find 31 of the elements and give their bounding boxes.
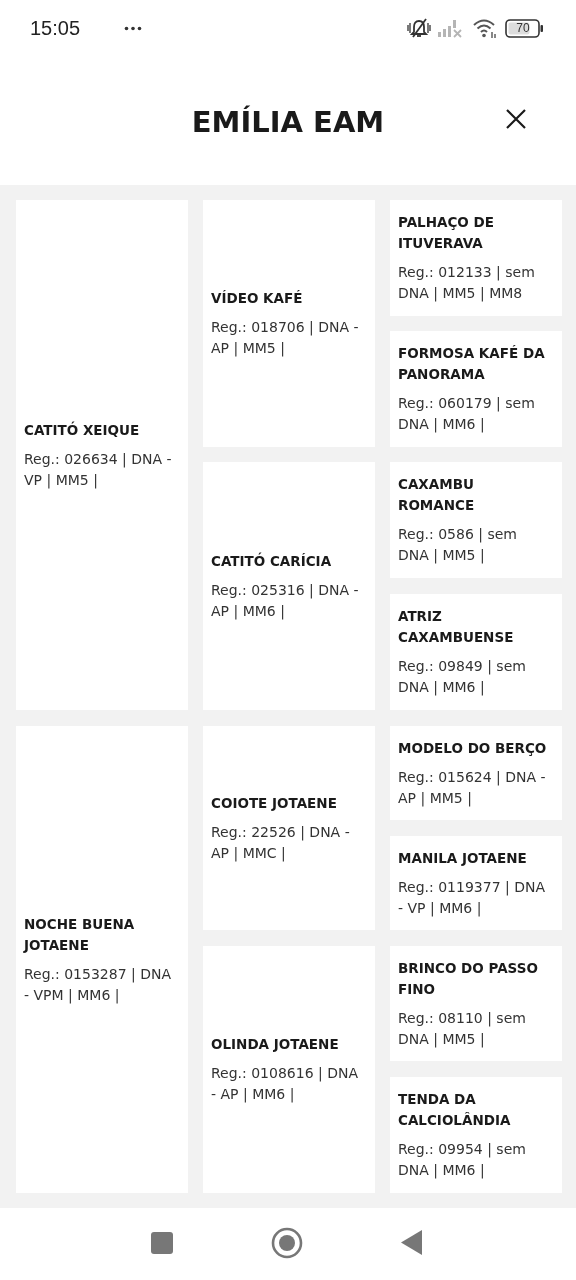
registration-details: Reg.: 0153287 | DNA - VPM | MM6 | [24, 964, 172, 1006]
horse-name: CAXAMBU ROMANCE [398, 475, 476, 515]
horse-name: OLINDA JOTAENE [211, 1035, 340, 1054]
horse-name: ATRIZ CAXAMBUENSE [398, 607, 515, 647]
registration-details: Reg.: 0119377 | DNA - VP | MM6 | [398, 877, 546, 919]
horse-name: CATITÓ XEIQUE [24, 420, 141, 440]
registration-details: Reg.: 22526 | DNA - AP | MMC | [211, 822, 351, 864]
horse-name: MODELO DO BERÇO [398, 738, 548, 758]
horse-name: FORMOSA KAFÉ DA PANORAMA [398, 344, 546, 384]
registration-details: Reg.: 025316 | DNA - AP | MM6 | [211, 580, 360, 622]
horse-name: NOCHE BUENA JOTAENE [24, 914, 136, 955]
horse-name: BRINCO DO PASSO FINO [398, 958, 539, 999]
horse-name: COIOTE JOTAENE [211, 793, 338, 813]
registration-details: Reg.: 018706 | DNA - AP | MM5 | [211, 318, 360, 359]
horse-name: MANILA JOTAENE [398, 848, 528, 868]
registration-details: Reg.: 012133 | sem DNA | MM5 | MM8 [398, 263, 536, 304]
status-time: 15:05 [30, 16, 81, 41]
registration-details: Reg.: 0108616 | DNA - AP | MM6 | [211, 1064, 359, 1105]
page-title: EMÍLIA EAM [191, 104, 385, 141]
registration-details: Reg.: 0586 | sem DNA | MM5 | [398, 525, 518, 566]
registration-details: Reg.: 060179 | sem DNA | MM6 | [398, 394, 536, 435]
registration-details: Reg.: 08110 | sem DNA | MM5 | [398, 1008, 527, 1050]
registration-details: Reg.: 015624 | DNA - AP | MM5 | [398, 767, 547, 809]
horse-name: CATITÓ CARÍCIA [211, 551, 333, 571]
horse-name: VÍDEO KAFÉ [211, 289, 304, 308]
horse-name: TENDA DA CALCIOLÂNDIA [398, 1090, 512, 1130]
registration-details: Reg.: 09849 | sem DNA | MM6 | [398, 657, 527, 698]
horse-name: PALHAÇO DE ITUVERAVA [398, 213, 495, 253]
registration-details: Reg.: 09954 | sem DNA | MM6 | [398, 1140, 527, 1181]
registration-details: Reg.: 026634 | DNA - VP | MM5 | [24, 449, 173, 491]
battery-level: 70 [505, 19, 544, 38]
